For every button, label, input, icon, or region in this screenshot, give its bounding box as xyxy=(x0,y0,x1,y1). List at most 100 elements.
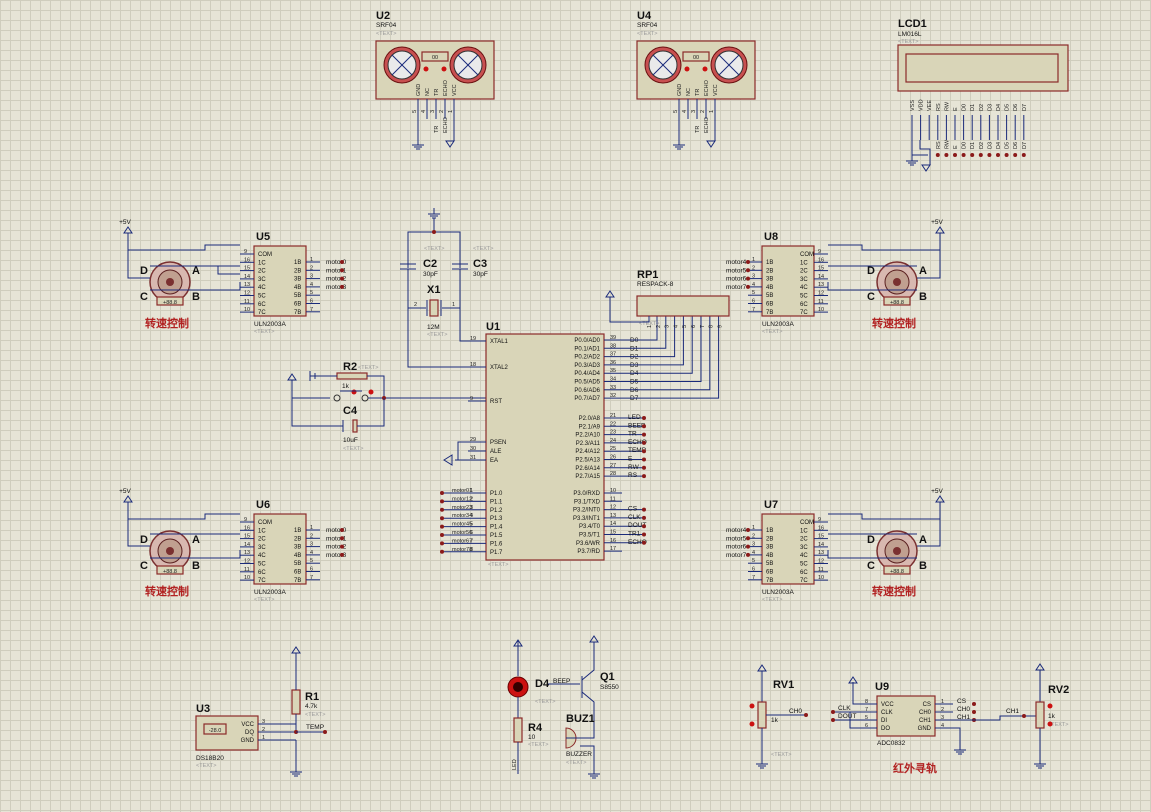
uln-pin-number: 12 xyxy=(244,559,250,565)
adc-pin-name: CS xyxy=(923,702,931,708)
adc-net: CS xyxy=(957,698,967,705)
motor-pin-d: D xyxy=(867,534,875,546)
motor-net: motor4 xyxy=(726,527,747,534)
mcu-at89c51[interactable]: U1<TEXT>XTAL119XTAL218RST9PSEN29ALE30EA3… xyxy=(440,316,720,568)
text-placeholder: <TEXT> xyxy=(1048,722,1068,728)
rv2-value: 1k xyxy=(1048,713,1056,720)
ground-symbol xyxy=(412,139,424,150)
x1-value: 12M xyxy=(427,324,440,331)
uln-pin-name: 4B xyxy=(766,553,773,559)
mcu-pin-name: P1.5 xyxy=(490,533,503,539)
uln-pin-name: 2C xyxy=(800,537,808,543)
uln-pin-name: 3B xyxy=(294,545,301,551)
adc-pin-number: 2 xyxy=(941,707,944,713)
junction-dot xyxy=(642,416,646,420)
junction-dot xyxy=(935,153,940,157)
uln-pin-name: 5C xyxy=(800,562,808,568)
mesh-line xyxy=(652,54,674,76)
power-arrow xyxy=(935,226,945,234)
ground-symbol xyxy=(756,758,768,769)
motor-shaft xyxy=(893,547,901,555)
uln-pin-name: 4B xyxy=(294,553,301,559)
mcu-pin-number: 28 xyxy=(610,471,616,477)
motor-net: motor78 xyxy=(452,547,472,553)
uln-pin-name: 4C xyxy=(258,285,266,291)
mesh-line xyxy=(718,54,740,76)
motor-net: motor01 xyxy=(452,488,472,494)
ds-pin-number: 1 xyxy=(262,735,265,741)
motor-display-text: +88.8 xyxy=(890,300,904,306)
r2-value: 1k xyxy=(342,383,350,390)
uln-body xyxy=(253,245,307,317)
mcu-pin-name: P3.3/INT1 xyxy=(573,516,601,522)
wire xyxy=(190,265,240,275)
uln-pin-name: 7B xyxy=(766,310,773,316)
rp1-pin-number: 4 xyxy=(673,325,679,328)
uln-pin-name: 6B xyxy=(294,302,301,308)
text-placeholder: <TEXT> xyxy=(762,597,782,603)
lcd-pin-name: D0 xyxy=(962,104,968,111)
sonar-pin-number: 3 xyxy=(430,110,436,113)
lcd-ref: LCD1 xyxy=(898,18,927,30)
port2-net: RW xyxy=(628,464,640,471)
rv2-ref: RV2 xyxy=(1048,684,1069,696)
port3-net: DOUT xyxy=(628,522,646,529)
mcu-pin-name: P0.5/AD5 xyxy=(574,380,600,386)
mcu-pin-name: P2.6/A14 xyxy=(575,466,600,472)
motor-display xyxy=(883,296,911,306)
power-terminal xyxy=(605,290,615,305)
mesh-line xyxy=(391,54,413,76)
uln-pin-name: 2B xyxy=(294,536,301,542)
mcu-pin-name: P0.1/AD1 xyxy=(574,346,600,352)
mcu-pin-number: 30 xyxy=(470,446,476,452)
wire xyxy=(127,510,150,547)
mcu-pin-number: 11 xyxy=(610,496,616,502)
junction-dot xyxy=(440,499,444,504)
lcd-screen xyxy=(905,53,1059,83)
mcu-pin-name: P0.4/AD4 xyxy=(574,371,600,377)
port3-net: CLK xyxy=(628,514,641,521)
ground-symbol xyxy=(954,744,966,755)
r1-body xyxy=(291,689,301,715)
switch-contact xyxy=(361,394,369,402)
indicator-led xyxy=(441,66,447,72)
sonar-pin-number: 1 xyxy=(448,110,454,113)
mcu-pin-number: 5 xyxy=(470,522,473,528)
uln-pin-name: 1C xyxy=(800,260,808,266)
motor-net: motor34 xyxy=(452,513,472,519)
uln-pin-number: 15 xyxy=(818,266,824,272)
uln-pin-name: 7B xyxy=(766,578,773,584)
uln-pin-name: 7B xyxy=(294,310,301,316)
rp1-pin-number: 9 xyxy=(717,325,723,328)
mcu-pin-number: 29 xyxy=(470,437,476,443)
net-echo: ECHO xyxy=(443,116,449,133)
text-placeholder: <TEXT> xyxy=(535,699,555,705)
wire xyxy=(828,244,940,251)
c2-value: 30pF xyxy=(423,271,438,278)
mcu-pin-number: 34 xyxy=(610,377,616,383)
motor-shaft xyxy=(166,547,174,555)
wire xyxy=(357,398,385,427)
power-terminal xyxy=(287,373,297,388)
adc-net: CH0 xyxy=(957,706,970,713)
junction-dot xyxy=(642,465,646,470)
power-label: +5V xyxy=(931,219,943,226)
